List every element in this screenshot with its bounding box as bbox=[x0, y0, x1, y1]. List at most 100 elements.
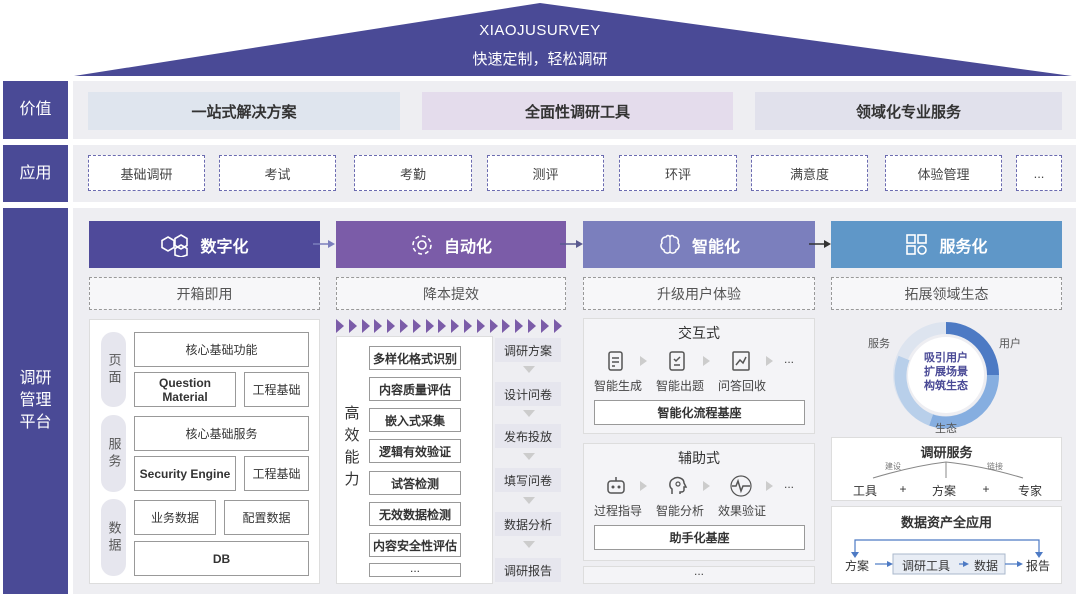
ring-label-ecology: 生态 bbox=[935, 423, 957, 435]
security-engine-box: Security Engine bbox=[134, 456, 236, 491]
research-branch-lines bbox=[872, 461, 1024, 479]
question-material-box: Question Material bbox=[134, 372, 236, 407]
sub-upgrade-experience: 升级用户体验 bbox=[583, 277, 815, 310]
platform-row: 数字化 自动化 智能化 服务化 开箱即用 降本提效 升级用户体验 拓展领域生态 … bbox=[73, 208, 1076, 594]
auto-item-invalid: 无效数据检测 bbox=[369, 502, 461, 526]
app-env-assessment: 环评 bbox=[619, 155, 737, 191]
app-satisfaction: 满意度 bbox=[751, 155, 868, 191]
assistant-title: 辅助式 bbox=[678, 450, 720, 466]
research-plan: 方案 bbox=[931, 484, 956, 498]
step-arrow-5 bbox=[523, 541, 535, 548]
assistant-arrow-3 bbox=[766, 481, 773, 491]
engineering-base-box-1: 工程基础 bbox=[244, 372, 309, 407]
efficiency-label: 高效能力 bbox=[344, 405, 360, 488]
value-domain-service: 领域化专业服务 bbox=[755, 92, 1062, 130]
arrow-auto-to-smart bbox=[560, 240, 583, 248]
assistant-label-analysis: 智能分析 bbox=[655, 504, 704, 518]
app-more: ... bbox=[1016, 155, 1062, 191]
ai-generate-icon bbox=[608, 351, 623, 371]
step-arrow-1 bbox=[523, 366, 535, 373]
step-publish: 发布投放 bbox=[495, 424, 561, 448]
assistant-arrow-1 bbox=[640, 481, 647, 491]
head-analysis-icon bbox=[669, 476, 688, 494]
assistant-label-guide: 过程指导 bbox=[593, 504, 642, 518]
header-automation: 自动化 bbox=[336, 221, 566, 268]
intelligence-more-panel bbox=[583, 566, 815, 584]
assistant-more: ... bbox=[783, 477, 794, 491]
interactive-more: ... bbox=[783, 352, 794, 366]
research-small-build: 建设 bbox=[885, 462, 901, 471]
app-assessment: 测评 bbox=[487, 155, 604, 191]
header-intelligence: 智能化 bbox=[583, 221, 815, 268]
arrow-digital-to-auto bbox=[313, 240, 335, 248]
gear-icon bbox=[412, 234, 432, 255]
step-arrow-3 bbox=[523, 453, 535, 460]
chevron-strip bbox=[336, 319, 566, 333]
row-label-value: 价值 bbox=[3, 81, 68, 139]
interactive-label-generate: 智能生成 bbox=[593, 379, 642, 393]
sub-out-of-box: 开箱即用 bbox=[89, 277, 320, 310]
product-title: XIAOJUSURVEY bbox=[479, 22, 601, 39]
group-data-label: 数据 bbox=[106, 520, 122, 555]
core-service-box: 核心基础服务 bbox=[134, 416, 309, 451]
value-row: 一站式解决方案 全面性调研工具 领域化专业服务 bbox=[73, 81, 1076, 139]
asset-report: 报告 bbox=[1025, 559, 1050, 573]
data-asset-title: 数据资产全应用 bbox=[900, 515, 992, 530]
brain-icon bbox=[660, 234, 680, 254]
app-exam: 考试 bbox=[219, 155, 336, 191]
auto-item-logic: 逻辑有效验证 bbox=[369, 439, 461, 463]
auto-item-format: 多样化格式识别 bbox=[369, 346, 461, 370]
step-design: 设计问卷 bbox=[495, 382, 561, 406]
interactive-base: 智能化流程基座 bbox=[594, 400, 805, 425]
auto-item-trial: 试答检测 bbox=[369, 471, 461, 495]
research-tool: 工具 bbox=[852, 484, 877, 498]
engineering-base-box-2: 工程基础 bbox=[244, 456, 309, 491]
value-comprehensive: 全面性调研工具 bbox=[422, 92, 733, 130]
digital-panel: 页面 服务 数据 核心基础功能 Question Material 工程基础 核… bbox=[89, 319, 320, 584]
step-arrow-4 bbox=[523, 497, 535, 504]
sub-cost-down: 降本提效 bbox=[336, 277, 566, 310]
ring-label-user: 用户 bbox=[999, 338, 1021, 350]
roof bbox=[74, 3, 1072, 76]
grid-icon bbox=[906, 233, 928, 255]
auto-item-more: ... bbox=[369, 562, 461, 577]
application-row: 基础调研 考试 考勤 测评 环评 满意度 体验管理 ... bbox=[73, 145, 1076, 202]
interactive-label-recovery: 问答回收 bbox=[717, 379, 766, 393]
group-service-label: 服务 bbox=[106, 436, 122, 471]
research-small-link: 链接 bbox=[987, 462, 1003, 471]
product-slogan: 快速定制，轻松调研 bbox=[472, 51, 608, 68]
asset-plan: 方案 bbox=[844, 559, 869, 573]
data-asset-flow bbox=[851, 539, 1043, 575]
auto-item-security: 内容安全性评估 bbox=[369, 533, 461, 557]
app-experience: 体验管理 bbox=[885, 155, 1002, 191]
step-report: 调研报告 bbox=[495, 558, 561, 582]
step-arrow-2 bbox=[523, 410, 535, 417]
ring-label-service: 服务 bbox=[868, 338, 890, 350]
interactive-arrow-1 bbox=[640, 356, 647, 366]
header-digital-title: 数字化 bbox=[200, 238, 249, 256]
assistant-base: 助手化基座 bbox=[594, 525, 805, 550]
interactive-arrow-3 bbox=[766, 356, 773, 366]
auto-item-embedded: 嵌入式采集 bbox=[369, 408, 461, 432]
row-label-application: 应用 bbox=[3, 145, 68, 202]
config-data-box: 配置数据 bbox=[224, 500, 309, 535]
interactive-title: 交互式 bbox=[678, 325, 720, 341]
research-plus-2: + bbox=[982, 482, 990, 496]
sub-expand-ecosystem: 拓展领域生态 bbox=[831, 277, 1062, 310]
header-intelligence-title: 智能化 bbox=[691, 238, 740, 256]
research-service-title: 调研服务 bbox=[920, 445, 973, 460]
step-plan: 调研方案 bbox=[495, 338, 561, 362]
value-one-stop: 一站式解决方案 bbox=[88, 92, 400, 130]
app-basic-survey: 基础调研 bbox=[88, 155, 205, 191]
group-service: 服务 bbox=[101, 415, 126, 492]
robot-icon bbox=[607, 477, 625, 494]
ai-question-icon bbox=[669, 351, 685, 371]
header-service-title: 服务化 bbox=[939, 238, 988, 256]
research-expert: 专家 bbox=[1017, 484, 1042, 498]
intelligence-more: ... bbox=[693, 564, 704, 578]
interactive-label-question: 智能出题 bbox=[655, 379, 704, 393]
hexagon-icon bbox=[161, 233, 189, 257]
qa-recovery-icon bbox=[732, 351, 750, 371]
db-box: DB bbox=[134, 541, 309, 576]
step-analysis: 数据分析 bbox=[495, 512, 561, 536]
